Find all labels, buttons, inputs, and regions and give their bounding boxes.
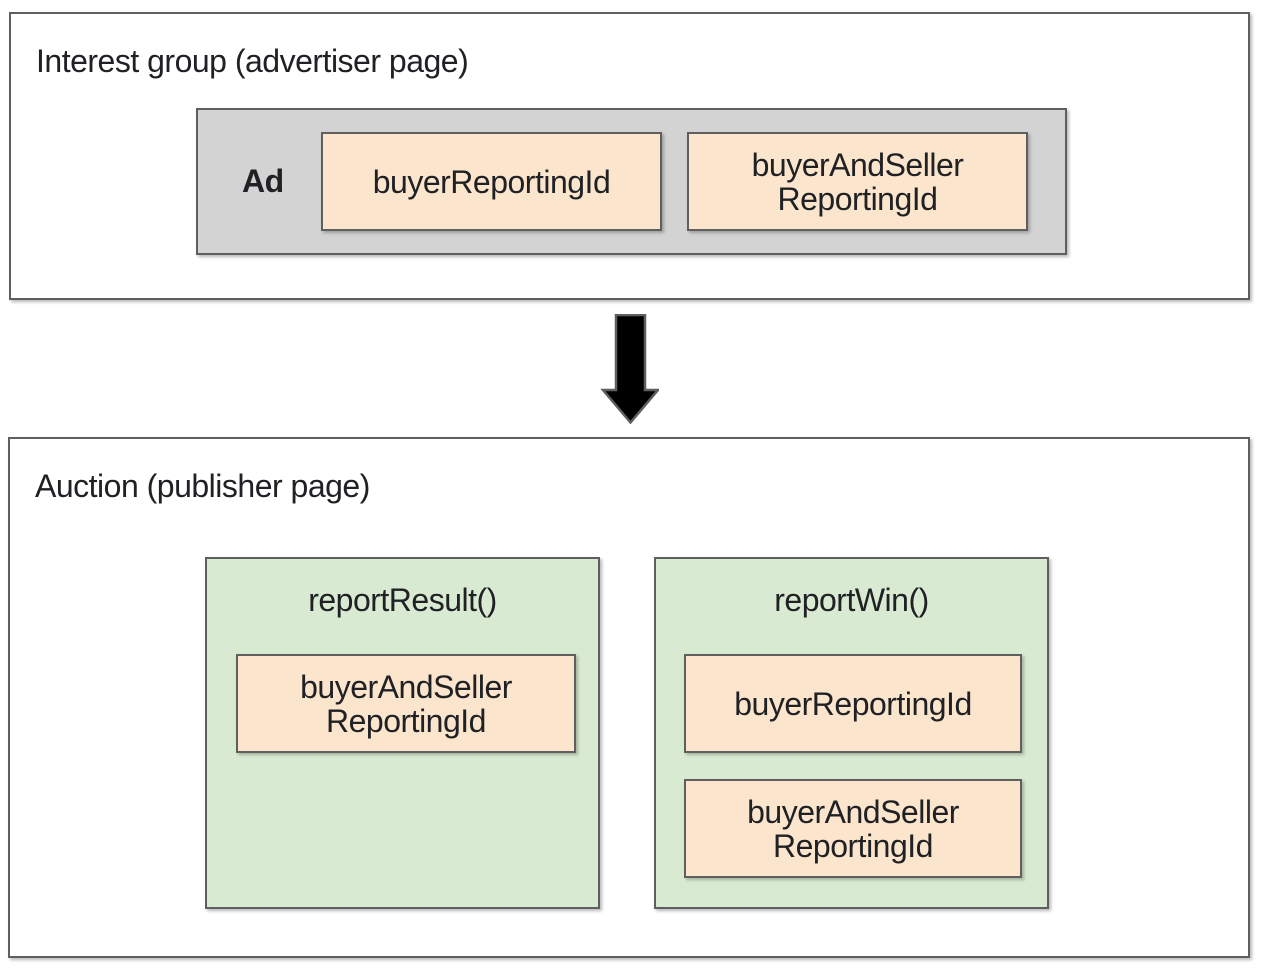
field-buyer-and-seller-reporting-id: buyerAndSeller ReportingId [236,654,576,753]
field-label: buyerAndSeller ReportingId [747,793,959,864]
ad-label: Ad [242,163,284,199]
field-buyer-and-seller-reporting-id: buyerAndSeller ReportingId [687,132,1028,231]
report-result-label: reportResult() [308,582,497,618]
field-label: buyerAndSeller ReportingId [751,146,964,217]
field-buyer-and-seller-reporting-id: buyerAndSeller ReportingId [684,779,1022,878]
interest-group-title: Interest group (advertiser page) [36,43,469,79]
auction-section: Auction (publisher page) reportResult() … [8,437,1250,958]
field-label: buyerReportingId [372,163,611,200]
field-buyer-reporting-id: buyerReportingId [684,654,1022,753]
field-label: buyerReportingId [734,685,972,722]
report-win-box: reportWin() buyerReportingId buyerAndSel… [654,557,1049,909]
report-win-label: reportWin() [774,582,929,618]
auction-title: Auction (publisher page) [35,468,370,504]
interest-group-section: Interest group (advertiser page) Ad buye… [9,12,1250,300]
ad-box: Ad buyerReportingId buyerAndSeller Repor… [196,108,1067,255]
report-result-box: reportResult() buyerAndSeller ReportingI… [205,557,600,909]
field-label: buyerAndSeller ReportingId [300,668,512,739]
down-arrow-icon [600,314,659,424]
field-buyer-reporting-id: buyerReportingId [321,132,662,231]
